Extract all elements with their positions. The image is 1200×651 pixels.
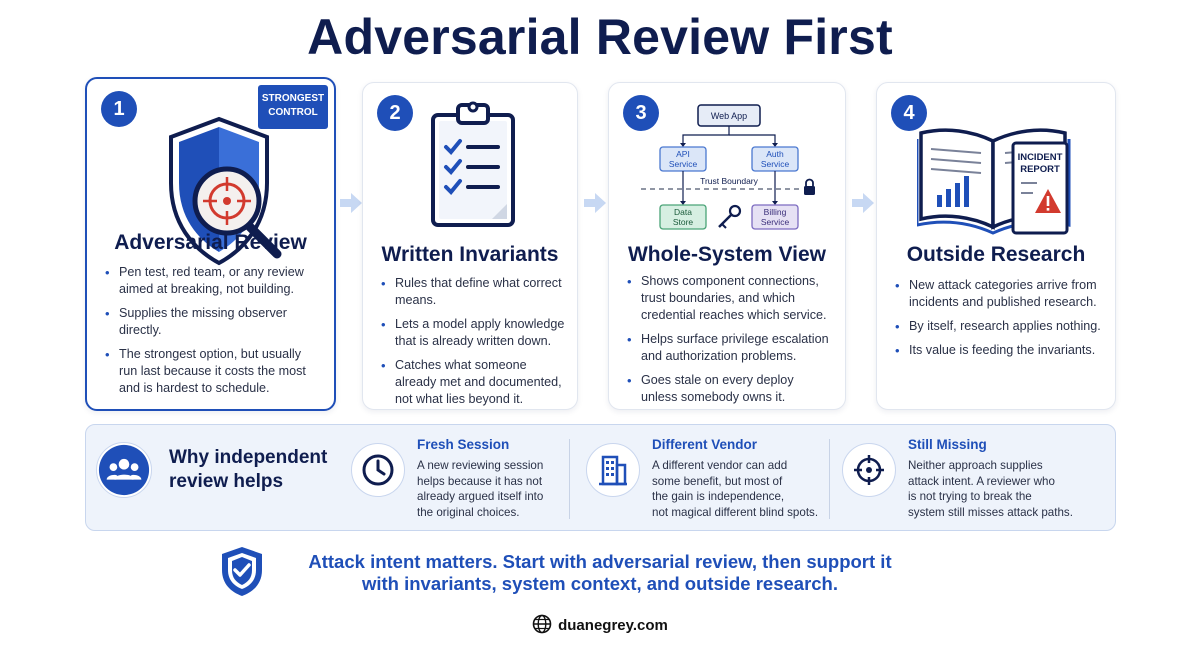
bullet-item: Rules that define what correct means. xyxy=(381,275,565,309)
bullet-item: Goes stale on every deploy unless somebo… xyxy=(627,372,833,406)
arrow-right-icon xyxy=(852,193,874,213)
arrow-right-icon xyxy=(584,193,606,213)
incident-report-label: REPORT xyxy=(1020,164,1060,175)
footer-link[interactable]: duanegrey.com xyxy=(558,617,668,634)
bullet-item: Lets a model apply knowledge that is alr… xyxy=(381,316,565,350)
section-title: Still Missing xyxy=(908,437,987,452)
auth-service-label: Auth xyxy=(766,149,784,159)
arrow-right-icon xyxy=(340,193,362,213)
card-written-invariants: 2 Written Invariants Rules that define w… xyxy=(362,82,578,410)
bullet-item: The strongest option, but usually run la… xyxy=(105,346,322,397)
conclusion-text: Attack intent matters. Start with advers… xyxy=(308,551,892,594)
card-heading: Written Invariants xyxy=(381,243,559,266)
trust-boundary-label: Trust Boundary xyxy=(700,176,759,186)
step-number: 3 xyxy=(623,95,659,131)
card-bullets: Pen test, red team, or any review aimed … xyxy=(105,264,322,404)
bullet-item: Helps surface privilege escalation and a… xyxy=(627,331,833,365)
why-independent-review-panel: Why independent review helps Fresh Sessi… xyxy=(85,424,1116,531)
section-title: Fresh Session xyxy=(417,437,510,452)
card-bullets: Rules that define what correct means. Le… xyxy=(381,275,565,415)
clock-icon xyxy=(351,443,405,497)
strongest-control-badge: STRONGEST CONTROL xyxy=(258,85,328,129)
section-text: A new reviewing session helps because it… xyxy=(417,459,544,519)
globe-icon xyxy=(532,614,552,638)
divider xyxy=(829,439,830,519)
bullet-item: Its value is feeding the invariants. xyxy=(895,342,1103,359)
crosshair-icon xyxy=(842,443,896,497)
bullet-item: New attack categories arrive from incide… xyxy=(895,277,1103,311)
step-number: 1 xyxy=(101,91,137,127)
section-text: A different vendor can add some benefit,… xyxy=(652,459,819,519)
card-bullets: Shows component connections, trust bound… xyxy=(627,273,833,413)
card-heading: Whole-System View xyxy=(627,243,826,266)
why-label: Why independent review helps xyxy=(169,447,328,492)
card-heading: Adversarial Review xyxy=(114,231,307,254)
card-adversarial-review: 1 STRONGEST CONTROL Adversarial Review P… xyxy=(85,77,336,411)
bullet-item: By itself, research applies nothing. xyxy=(895,318,1103,335)
section-title: Different Vendor xyxy=(652,437,758,452)
auth-service-label: Service xyxy=(761,159,790,169)
shield-magnifier-icon xyxy=(169,116,282,266)
card-heading: Outside Research xyxy=(906,243,1086,266)
data-store-label: Store xyxy=(673,217,694,227)
incident-report-label: INCIDENT xyxy=(1018,152,1063,163)
step-number: 4 xyxy=(891,95,927,131)
billing-service-label: Billing xyxy=(764,207,787,217)
api-service-label: Service xyxy=(669,159,698,169)
building-icon xyxy=(586,443,640,497)
bullet-item: Shows component connections, trust bound… xyxy=(627,273,833,324)
section-text: Neither approach supplies attack intent.… xyxy=(908,459,1073,519)
data-store-label: Data xyxy=(674,207,692,217)
divider xyxy=(569,439,570,519)
api-service-label: API xyxy=(676,149,690,159)
step-number: 2 xyxy=(377,95,413,131)
bullet-item: Catches what someone already met and doc… xyxy=(381,357,565,408)
shield-check-icon xyxy=(222,547,262,596)
bullet-item: Supplies the missing observer directly. xyxy=(105,305,322,339)
web-app-label: Web App xyxy=(711,111,747,121)
team-icon xyxy=(96,442,152,498)
system-diagram-icon: Web App API Service Auth Service Trust B… xyxy=(641,104,815,230)
footer: duanegrey.com xyxy=(0,614,1200,638)
bullet-item: Pen test, red team, or any review aimed … xyxy=(105,264,322,298)
billing-service-label: Service xyxy=(761,217,790,227)
clipboard-checklist-icon xyxy=(431,101,515,227)
card-whole-system-view: 3 Web App API Service Auth Service Trust… xyxy=(608,82,846,410)
page-title: Adversarial Review First xyxy=(307,9,893,65)
book-incident-report-icon: INCIDENT REPORT xyxy=(917,128,1071,235)
card-bullets: New attack categories arrive from incide… xyxy=(895,277,1103,366)
card-outside-research: 4 INCIDENT REPORT Outside Research New a… xyxy=(876,82,1116,410)
